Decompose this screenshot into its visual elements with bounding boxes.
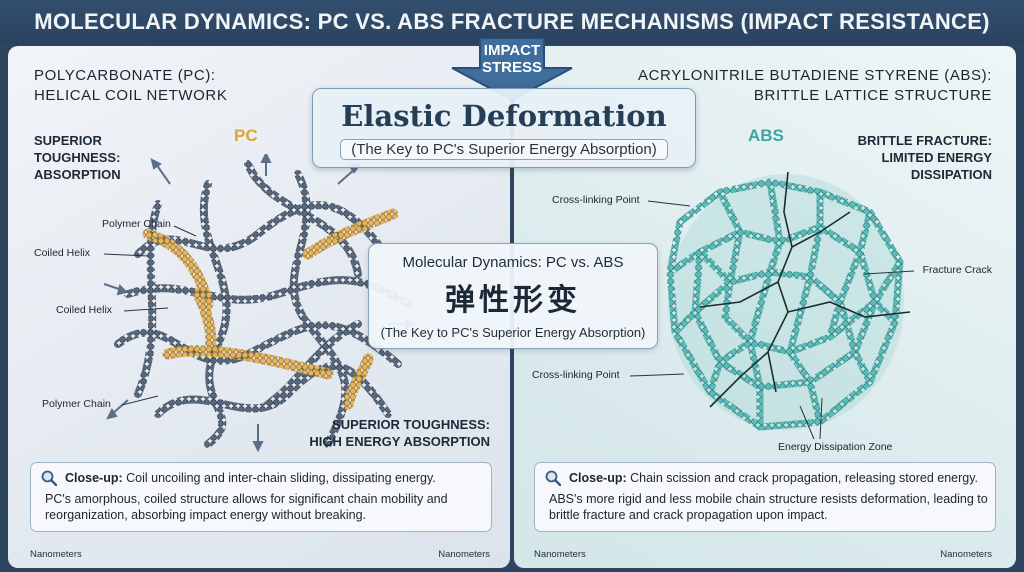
pc-coil-network-illustration bbox=[103, 154, 417, 453]
abs-label-crosslink-top: Cross-linking Point bbox=[552, 194, 640, 206]
pc-heading-line2: HELICAL COIL NETWORK bbox=[34, 87, 228, 104]
abs-heading-line1: ACRYLONITRILE BUTADIENE STYRENE (ABS): bbox=[638, 67, 992, 84]
impact-label-line2: STRESS bbox=[481, 59, 542, 76]
abs-leader-lines bbox=[629, 200, 915, 440]
pc-closeup-text: Coil uncoiling and inter-chain sliding, … bbox=[126, 471, 436, 485]
abs-closeup-body: ABS's more rigid and less mobile chain s… bbox=[549, 492, 988, 522]
impact-label-line1: IMPACT bbox=[483, 42, 541, 59]
abs-lattice-illustration bbox=[666, 171, 911, 431]
pc-toughness-line2: TOUGHNESS: bbox=[34, 150, 121, 165]
pc-closeup-box: Close-up: Coil uncoiling and inter-chain… bbox=[30, 462, 492, 532]
center-callout: Molecular Dynamics: PC vs. ABS 弹性形变 (The… bbox=[368, 243, 658, 349]
pc-label-coiled-helix-2: Coiled Helix bbox=[56, 304, 113, 316]
abs-label-energy-zone: Energy Dissipation Zone bbox=[778, 441, 893, 453]
abs-fracture-line1: BRITTLE FRACTURE: bbox=[857, 133, 992, 148]
abs-scale-right: Nanometers bbox=[940, 549, 992, 560]
abs-label-fracture-crack: Fracture Crack bbox=[922, 264, 992, 276]
abs-label-crosslink-bottom: Cross-linking Point bbox=[532, 369, 620, 381]
center-callout-line3: (The Key to PC's Superior Energy Absorpt… bbox=[380, 325, 646, 340]
pc-leader-lines bbox=[103, 225, 197, 406]
abs-closeup-box: Close-up: Chain scission and crack propa… bbox=[534, 462, 996, 532]
title-bar: MOLECULAR DYNAMICS: PC VS. ABS FRACTURE … bbox=[0, 0, 1024, 44]
abs-heading-line2: BRITTLE LATTICE STRUCTURE bbox=[753, 87, 992, 104]
impact-stress-arrow: IMPACT STRESS bbox=[432, 38, 592, 100]
abs-closeup-text: Chain scission and crack propagation, re… bbox=[630, 471, 979, 485]
pc-closeup-heading: Close-up: Coil uncoiling and inter-chain… bbox=[65, 471, 436, 485]
elastic-deformation-subtitle: (The Key to PC's Superior Energy Absorpt… bbox=[340, 139, 668, 160]
down-arrow-icon bbox=[451, 38, 573, 100]
center-callout-chinese: 弹性形变 bbox=[445, 283, 581, 318]
pc-toughness-line3: ABSORPTION bbox=[34, 167, 121, 182]
abs-fracture-line2: LIMITED ENERGY bbox=[881, 150, 992, 165]
abs-fracture-line3: DISSIPATION bbox=[910, 167, 992, 182]
center-callout-line1: Molecular Dynamics: PC vs. ABS bbox=[402, 254, 624, 271]
pc-closeup-body: PC's amorphous, coiled structure allows … bbox=[45, 492, 448, 522]
magnifier-icon bbox=[545, 470, 561, 486]
pc-label-polymer-chain-bottom: Polymer Chain bbox=[42, 398, 111, 410]
magnifier-icon bbox=[41, 470, 57, 486]
pc-bottom-line1: SUPERIOR TOUGHNESS: bbox=[332, 417, 490, 432]
elastic-deformation-callout: Elastic Deformation (The Key to PC's Sup… bbox=[312, 88, 696, 168]
abs-scale-left: Nanometers bbox=[534, 549, 586, 560]
pc-label-polymer-chain-top: Polymer Chain bbox=[102, 218, 171, 230]
pc-heading-line1: POLYCARBONATE (PC): bbox=[34, 67, 216, 84]
pc-bottom-line2: HIGH ENERGY ABSORPTION bbox=[309, 434, 490, 449]
abs-closeup-heading: Close-up: Chain scission and crack propa… bbox=[569, 471, 978, 485]
abs-closeup-title: Close-up: bbox=[569, 471, 627, 485]
pc-toughness-line1: SUPERIOR bbox=[34, 133, 102, 148]
pc-closeup-title: Close-up: bbox=[65, 471, 123, 485]
impact-stress-label: IMPACT STRESS bbox=[432, 42, 592, 76]
elastic-deformation-heading: Elastic Deformation bbox=[341, 99, 667, 133]
pc-tag: PC bbox=[234, 126, 258, 145]
pc-scale-right: Nanometers bbox=[438, 549, 490, 560]
pc-label-coiled-helix-1: Coiled Helix bbox=[34, 247, 91, 259]
page-title: MOLECULAR DYNAMICS: PC VS. ABS FRACTURE … bbox=[34, 9, 990, 34]
pc-scale-left: Nanometers bbox=[30, 549, 82, 560]
abs-tag: ABS bbox=[748, 126, 784, 145]
